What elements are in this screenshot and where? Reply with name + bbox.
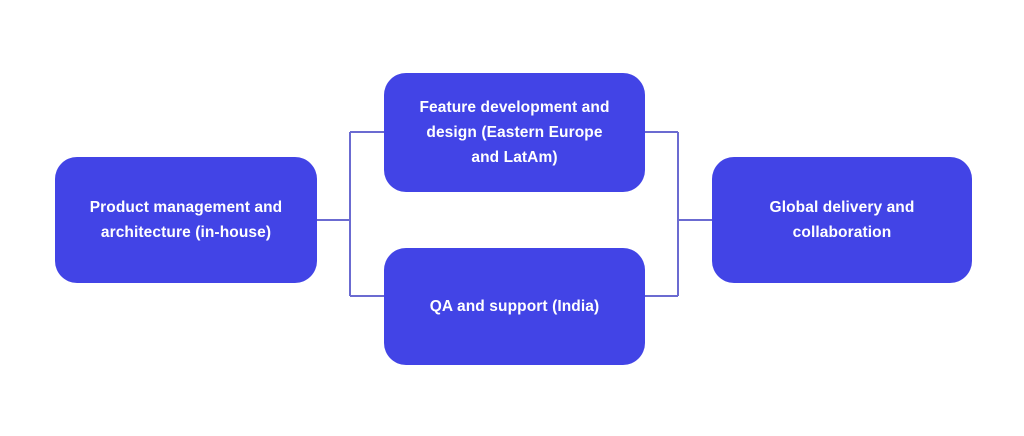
node-feature-development-label: Feature development and design (Eastern … [419,98,610,167]
node-qa-support-label: QA and support (India) [429,297,600,315]
node-product-management-label: Product management and architecture (in-… [89,198,283,241]
node-feature-development[interactable]: Feature development and design (Eastern … [384,73,645,192]
node-qa-support[interactable]: QA and support (India) [384,248,645,365]
node-global-delivery-label: Global delivery and collaboration [769,198,915,241]
node-product-management[interactable]: Product management and architecture (in-… [55,157,317,283]
node-global-delivery[interactable]: Global delivery and collaboration [712,157,972,283]
